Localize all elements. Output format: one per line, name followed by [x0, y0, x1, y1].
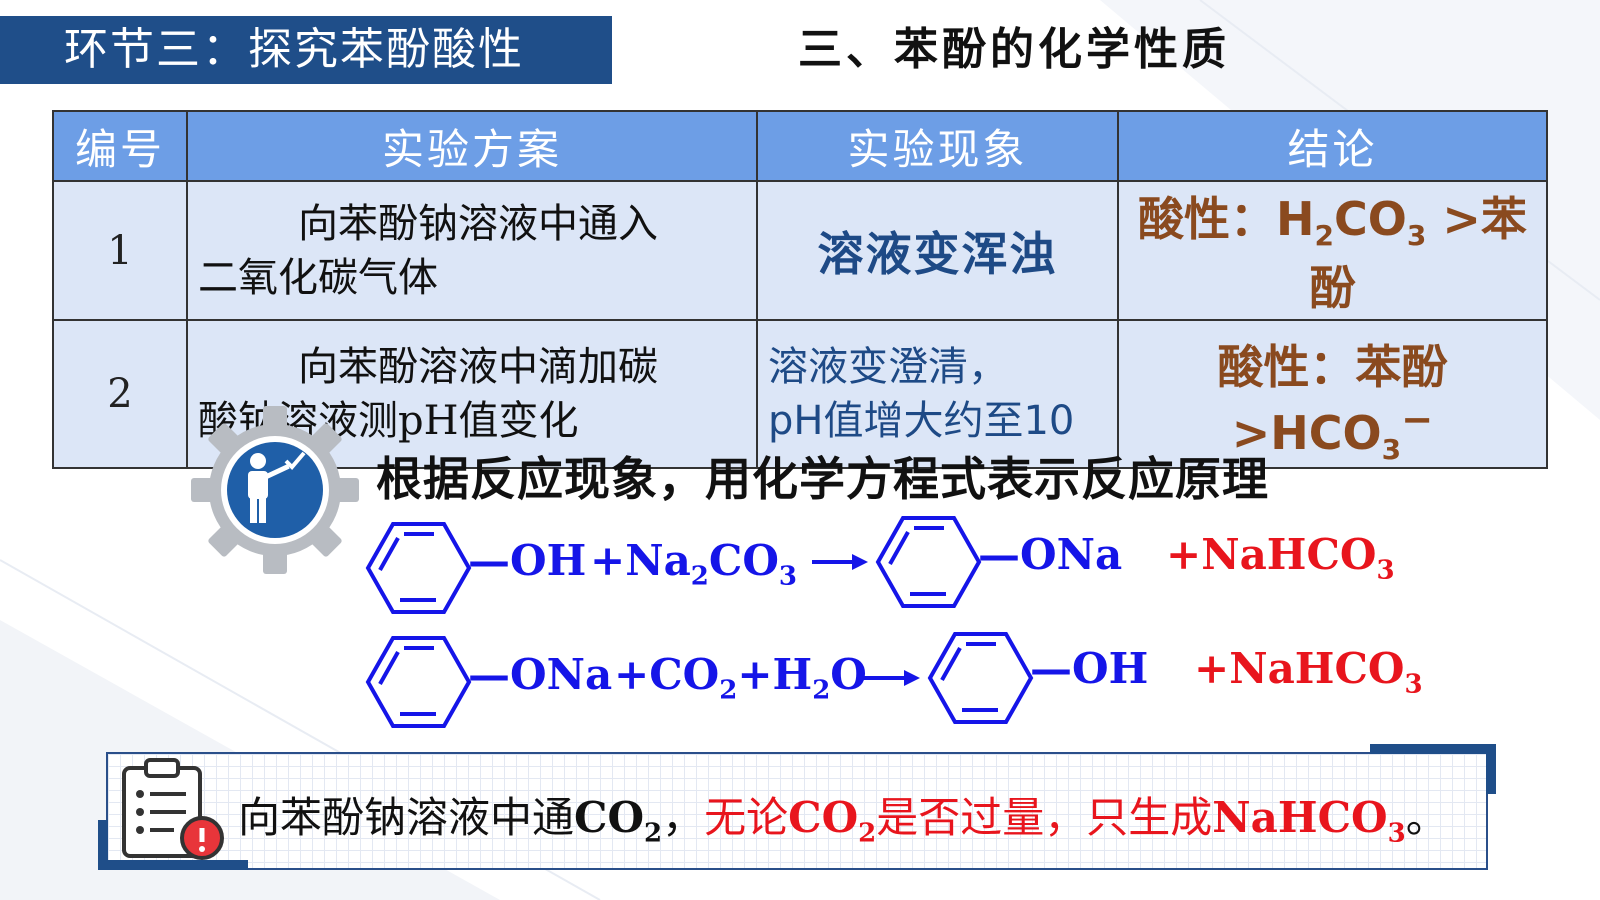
header-conclusion: 结论 [1117, 110, 1548, 182]
note-corner [98, 860, 248, 870]
row-plan: 向苯酚溶液中滴加碳 酸钠溶液测pH值变化 [186, 319, 758, 469]
plan-line: 向苯酚溶液中滴加碳 [298, 343, 658, 390]
arrow-right-icon [812, 554, 868, 570]
table-header-row: 编号 实验方案 实验现象 结论 [52, 110, 1548, 182]
product-group: —OH [1030, 644, 1149, 693]
reagent: +CO2+H2O [614, 650, 867, 706]
row-number: 1 [52, 179, 188, 322]
equation-1: —OH +Na2CO3 —ONa +NaHCO3 [340, 512, 1460, 632]
benzene-ring-icon [927, 632, 1034, 724]
header-number: 编号 [52, 110, 188, 182]
note-text: 向苯酚钠溶液中通CO2，无论CO2是否过量，只生成NaHCO3。 [238, 793, 1448, 849]
byproduct: +NaHCO3 [1194, 644, 1423, 700]
note-corner [98, 820, 108, 870]
row-conclusion: 酸性：H2CO3 >苯酚 [1117, 179, 1548, 322]
observation-line: pH值增大约至10 [768, 397, 1075, 444]
row-number: 2 [52, 319, 188, 469]
table-row: 1 向苯酚钠溶液中通入 二氧化碳气体 溶液变浑浊 酸性：H2CO3 >苯酚 [52, 179, 1548, 322]
page-title: 三、苯酚的化学性质 [798, 24, 1230, 75]
benzene-ring-icon [365, 636, 472, 728]
section-tab: 环节三：探究苯酚酸性 [0, 16, 612, 84]
benzene-ring-icon [875, 516, 982, 608]
byproduct: +NaHCO3 [1166, 530, 1395, 586]
reagent: +Na2CO3 [590, 536, 797, 592]
reactant-group: —ONa [468, 650, 613, 699]
row-conclusion: 酸性：苯酚>HCO3− [1117, 319, 1548, 469]
row-observation: 溶液变澄清， pH值增大约至10 [756, 319, 1119, 469]
clipboard-alert-icon [122, 758, 224, 860]
plan-line: 向苯酚钠溶液中通入 [298, 200, 658, 247]
product-group: —ONa [978, 530, 1123, 579]
benzene-ring-icon [365, 522, 472, 614]
equation-2: —ONa +CO2+H2O —OH +NaHCO3 [340, 626, 1460, 746]
header-plan: 实验方案 [186, 110, 758, 182]
row-observation: 溶液变浑浊 [756, 179, 1119, 322]
observation-text: 溶液变浑浊 [817, 226, 1058, 281]
header-observation: 实验现象 [756, 110, 1119, 182]
reactant-group: —OH [468, 536, 587, 585]
conclusion-text: 酸性：H2CO3 >苯酚 [1138, 192, 1527, 316]
observation-line: 溶液变澄清， [768, 343, 1008, 390]
note-corner [1486, 744, 1496, 794]
plan-line: 二氧化碳气体 [198, 254, 438, 301]
experiment-table: 编号 实验方案 实验现象 结论 1 向苯酚钠溶液中通入 二氧化碳气体 溶液变浑浊… [52, 110, 1548, 469]
reaction-prompt: 根据反应现象，用化学方程式表示反应原理 [376, 452, 1269, 506]
teacher-gear-icon [191, 406, 359, 574]
row-plan: 向苯酚钠溶液中通入 二氧化碳气体 [186, 179, 758, 322]
conclusion-text: 酸性：苯酚>HCO3− [1217, 340, 1448, 466]
table-row: 2 向苯酚溶液中滴加碳 酸钠溶液测pH值变化 溶液变澄清， pH值增大约至10 … [52, 319, 1548, 469]
note-corner [1370, 744, 1496, 754]
note-box [106, 752, 1488, 870]
arrow-right-icon [860, 670, 920, 686]
